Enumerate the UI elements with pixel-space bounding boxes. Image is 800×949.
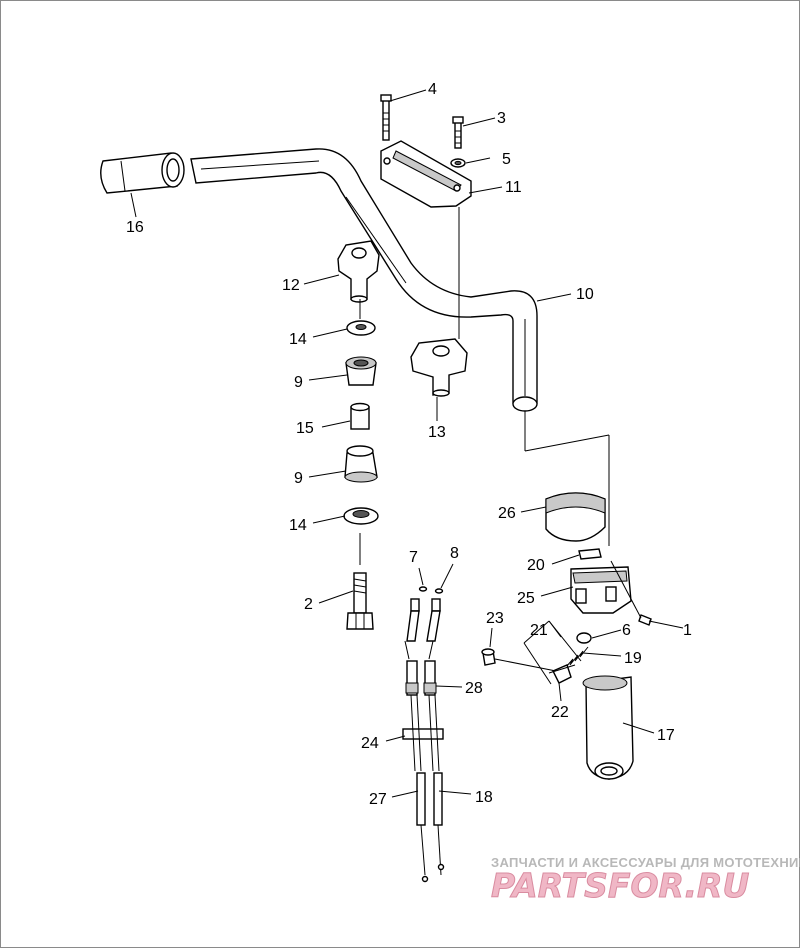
bushing-9-upper xyxy=(345,356,377,386)
bushing-9-lower xyxy=(344,445,378,483)
callout-7: 7 xyxy=(409,549,418,566)
callout-2: 2 xyxy=(304,596,313,613)
bolt-3 xyxy=(452,116,464,149)
callout-22: 22 xyxy=(551,704,569,721)
leader-lines xyxy=(130,89,684,798)
callout-5: 5 xyxy=(502,151,511,168)
callout-24: 24 xyxy=(361,735,379,752)
screw-22 xyxy=(548,664,576,684)
callout-3: 3 xyxy=(497,110,506,127)
handlebar xyxy=(190,148,538,412)
riser-12 xyxy=(337,240,380,303)
friction-pad-6 xyxy=(576,632,592,644)
callout-23: 23 xyxy=(486,610,504,627)
callout-9-lower: 9 xyxy=(294,470,303,487)
upper-clamp xyxy=(380,140,472,208)
callout-10: 10 xyxy=(576,286,594,303)
callout-20: 20 xyxy=(527,557,545,574)
cable-lines xyxy=(404,640,445,883)
watermark-logo: PARTSFOR.RU xyxy=(491,866,749,905)
spring-19 xyxy=(565,646,589,668)
housing-25 xyxy=(570,566,632,614)
callout-8: 8 xyxy=(450,545,459,562)
washer-14-lower xyxy=(343,507,379,525)
watermark-caption: ЗАПЧАСТИ И АКСЕССУАРЫ ДЛЯ МОТОТЕХНИКИ xyxy=(491,855,800,870)
callout-12: 12 xyxy=(282,277,300,294)
bolt-2 xyxy=(346,572,374,630)
callout-13: 13 xyxy=(428,424,446,441)
callout-21: 21 xyxy=(530,622,548,639)
callout-26: 26 xyxy=(498,505,516,522)
left-grip xyxy=(100,152,185,194)
clip-20 xyxy=(578,548,602,560)
throttle-grip-17 xyxy=(582,675,634,780)
callout-6: 6 xyxy=(622,622,631,639)
callout-labels: 1 2 3 4 5 6 7 8 9 9 10 11 12 13 14 14 15… xyxy=(126,81,692,808)
riser-13 xyxy=(410,338,468,397)
callout-15: 15 xyxy=(296,420,314,437)
callout-16: 16 xyxy=(126,219,144,236)
callout-1: 1 xyxy=(683,622,692,639)
callout-27: 27 xyxy=(369,791,387,808)
bolt-4 xyxy=(380,94,392,141)
washer-14-upper xyxy=(346,320,376,336)
callout-11: 11 xyxy=(505,179,522,196)
screw-1 xyxy=(638,614,652,626)
housing-26 xyxy=(545,492,606,542)
callout-17: 17 xyxy=(657,727,675,744)
callout-14-lower: 14 xyxy=(289,517,307,534)
callout-25: 25 xyxy=(517,590,535,607)
callout-18: 18 xyxy=(475,789,493,806)
watermark: ЗАПЧАСТИ И АКСЕССУАРЫ ДЛЯ МОТОТЕХНИКИ PA… xyxy=(491,855,800,906)
callout-4: 4 xyxy=(428,81,437,98)
washer-5 xyxy=(450,158,466,168)
callout-19: 19 xyxy=(624,650,642,667)
callout-28: 28 xyxy=(465,680,483,697)
knob-23 xyxy=(481,648,496,666)
callout-9-upper: 9 xyxy=(294,374,303,391)
cable-fittings xyxy=(405,586,444,696)
spacer-15 xyxy=(350,402,370,430)
callout-14-upper: 14 xyxy=(289,331,307,348)
cable-clamp-24 xyxy=(402,728,444,740)
